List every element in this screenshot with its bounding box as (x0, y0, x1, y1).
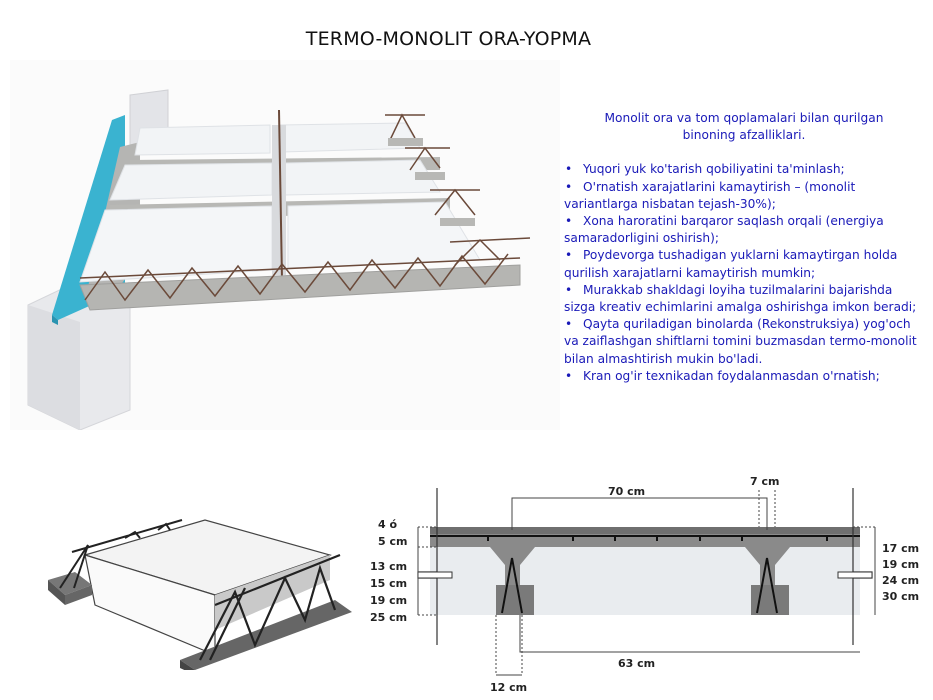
advantages-heading-line-2: binoning afzalliklari. (682, 128, 806, 143)
dim-label-left-3: 25 cm (370, 611, 407, 624)
advantages-heading-line-1: Monolit ora va tom qoplamalari bilan qur… (604, 111, 884, 125)
bullet-icon: • (565, 179, 573, 194)
cross-section-drawing: 4 ó 5 cm 13 cm 15 cm 19 cm 25 cm 70 cm 7… (370, 475, 919, 694)
advantage-item: •O'rnatish xarajatlarini kamaytirish – (… (564, 179, 924, 213)
dim-label-left-0: 13 cm (370, 560, 407, 573)
advantage-item: •Xona haroratini barqaror saqlash orqali… (564, 213, 924, 247)
advantage-item: • Kran og'ir texnikadan foydalanmasdan o'… (564, 368, 924, 385)
dim-label-rib-top: 7 cm (750, 475, 779, 488)
advantage-text: Kran og'ir texnikadan foydalanmasdan o'r… (583, 368, 880, 383)
dim-label-right-0: 17 cm (882, 542, 919, 555)
bullet-icon: • (565, 368, 573, 383)
advantages-text: Monolit ora va tom qoplamalari bilan qur… (564, 110, 924, 385)
dim-label-rib-bottom: 12 cm (490, 681, 527, 694)
advantage-item: •Poydevorga tushadigan yuklarni kamaytir… (564, 247, 924, 281)
advantages-heading: Monolit ora va tom qoplamalari bilan qur… (564, 110, 924, 144)
bullet-icon: • (565, 214, 573, 229)
dim-label-clear-span: 63 cm (618, 657, 655, 670)
dim-label-span: 70 cm (608, 485, 645, 498)
bullet-icon: • (565, 282, 573, 297)
page-title: TERMO-MONOLIT ORA-YOPMA (0, 28, 933, 50)
advantage-text: Murakkab shakldagi loyiha tuzilmalarini … (564, 282, 917, 315)
page-title-text: TERMO-MONOLIT ORA-YOPMA (305, 28, 592, 50)
bullet-icon: • (565, 248, 573, 263)
slab-3d-drawing (27, 89, 531, 431)
dim-label-top-left-1: 4 ó (378, 518, 397, 531)
eps-block-drawing (48, 519, 352, 675)
advantage-text: Yuqori yuk ko'tarish qobiliyatini ta'min… (583, 162, 845, 177)
advantage-text: O'rnatish xarajatlarini kamaytirish – (m… (564, 179, 856, 211)
advantage-item: •Qayta quriladigan binolarda (Rekonstruk… (564, 316, 924, 368)
eps-block-illustration (40, 470, 370, 675)
dim-label-top-left-2: 5 cm (378, 535, 407, 548)
advantage-text: Poydevorga tushadigan yuklarni kamaytirg… (564, 248, 898, 280)
dim-label-left-1: 15 cm (370, 577, 407, 590)
slab-3d-illustration (10, 60, 560, 431)
dim-label-right-1: 19 cm (882, 558, 919, 571)
dim-label-right-3: 30 cm (882, 590, 919, 603)
dim-label-left-2: 19 cm (370, 594, 407, 607)
advantage-item: • Yuqori yuk ko'tarish qobiliyatini ta'mi… (564, 161, 924, 178)
bullet-icon: • (565, 317, 573, 332)
cross-section-diagram: 4 ó 5 cm 13 cm 15 cm 19 cm 25 cm 70 cm 7… (370, 470, 930, 695)
advantage-item: •Murakkab shakldagi loyiha tuzilmalarini… (564, 282, 924, 316)
dim-label-right-2: 24 cm (882, 574, 919, 587)
advantage-text: Qayta quriladigan binolarda (Rekonstruks… (564, 317, 917, 366)
bullet-icon: • (565, 162, 573, 177)
advantage-text: Xona haroratini barqaror saqlash orqali … (564, 214, 884, 246)
